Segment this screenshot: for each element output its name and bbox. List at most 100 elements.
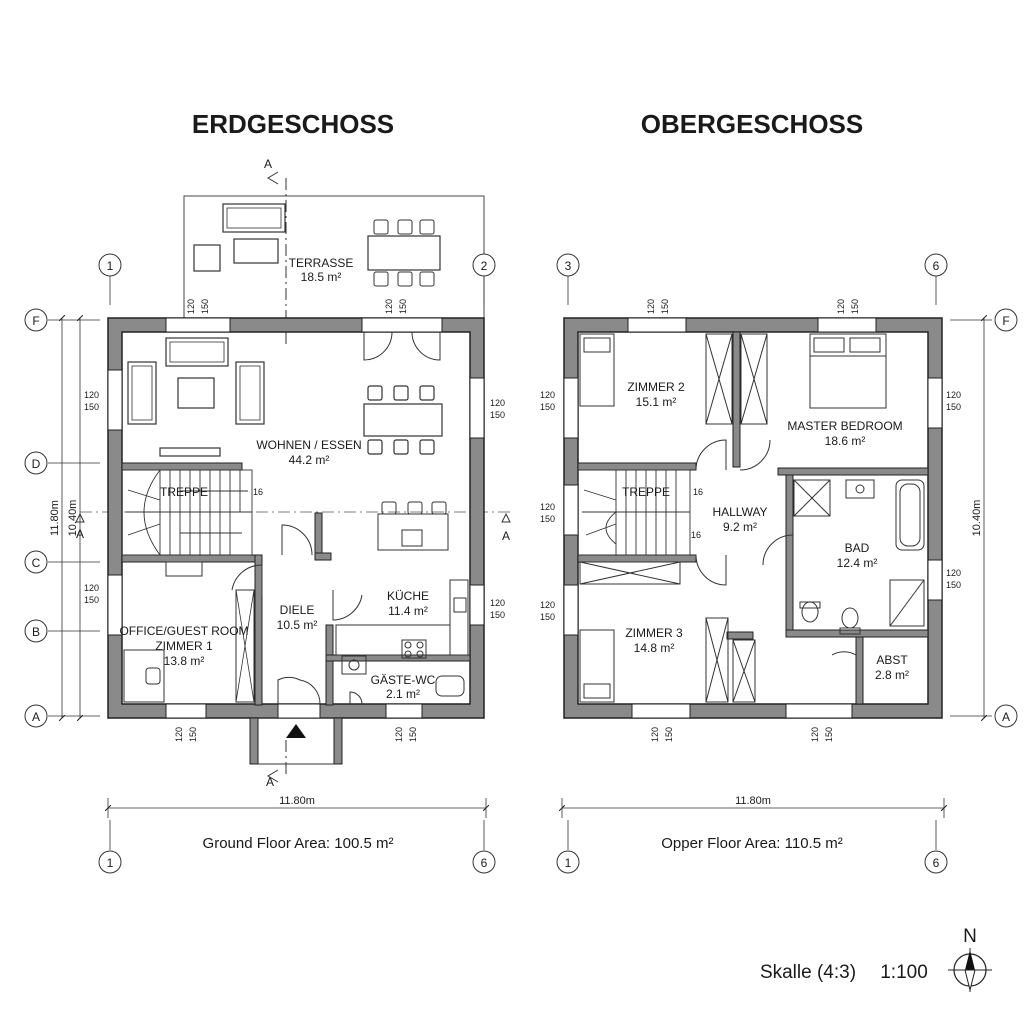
svg-text:150: 150 [946, 402, 961, 412]
grid-label: 6 [933, 856, 940, 870]
dimension-label: 10.40m [971, 500, 983, 537]
interior-wall [314, 552, 332, 561]
grid-label: 1 [107, 259, 114, 273]
dining-table-icon [367, 235, 441, 271]
interior-wall [121, 554, 263, 563]
ground-floor-plan: A A A A TERRASSE 18.5 m² WOHNEN / ESSEN … [75, 157, 511, 789]
interior-wall [254, 554, 263, 706]
svg-text:150: 150 [84, 402, 99, 412]
svg-text:120: 120 [646, 299, 656, 314]
interior-doors [231, 524, 363, 705]
svg-text:150: 150 [200, 299, 210, 314]
upper-stairs [577, 469, 691, 556]
room-area: 13.8 m² [164, 654, 205, 668]
scale-ratio: 1:100 [880, 962, 928, 983]
svg-text:120: 120 [946, 568, 961, 578]
grid-label: 1 [565, 856, 572, 870]
grid-label: C [32, 556, 41, 570]
window [927, 559, 943, 601]
ground-floor-title: ERDGESCHOSS [192, 109, 394, 139]
entrance-arrow-icon [286, 724, 306, 738]
grid-label: F [1002, 314, 1009, 328]
svg-text:120: 120 [650, 727, 660, 742]
svg-text:120: 120 [394, 727, 404, 742]
dimension-label: 11.80m [49, 500, 61, 536]
grid-bubbles [24, 253, 1018, 874]
desk-icon [123, 649, 165, 703]
ground-stairs [121, 469, 253, 556]
room-label: OFFICE/GUEST ROOM [119, 624, 248, 638]
interior-wall [121, 462, 243, 471]
room-label: DIELE [280, 603, 315, 617]
svg-text:120: 120 [174, 727, 184, 742]
svg-text:150: 150 [490, 610, 505, 620]
upper-floor-area: Opper Floor Area: 110.5 m² [661, 835, 842, 852]
grid-label: 1 [107, 856, 114, 870]
room-label: ABST [876, 653, 908, 667]
grid-label: A [32, 710, 40, 724]
table-icon [233, 238, 279, 264]
grid-label: 2 [481, 259, 488, 273]
svg-text:150: 150 [188, 727, 198, 742]
interior-wall [314, 512, 323, 554]
upper-floor-plan: ZIMMER 2 15.1 m² MASTER BEDROOM 18.6 m² … [563, 317, 943, 719]
window [785, 703, 853, 719]
north-arrow-icon [948, 948, 992, 992]
room-area: 15.1 m² [636, 395, 677, 409]
wardrobe-icon [235, 589, 255, 703]
interior-wall [325, 624, 334, 706]
grid-lines [48, 276, 992, 850]
window [927, 377, 943, 429]
svg-text:120: 120 [186, 299, 196, 314]
svg-text:150: 150 [664, 727, 674, 742]
chair-icon [145, 667, 161, 685]
svg-text:150: 150 [540, 402, 555, 412]
section-marker-label: A [266, 775, 274, 789]
svg-text:150: 150 [84, 595, 99, 605]
svg-text:120: 120 [540, 390, 555, 400]
north-label: N [963, 926, 977, 947]
room-label: TREPPE [622, 485, 670, 499]
grid-label: B [32, 625, 40, 639]
dimension-label: 10.40m [67, 500, 79, 537]
svg-text:150: 150 [398, 299, 408, 314]
room-label: HALLWAY [712, 505, 767, 519]
living-furniture [127, 337, 443, 457]
grid-label: F [32, 314, 39, 328]
window [469, 377, 485, 439]
window [817, 317, 877, 333]
room-area: 12.4 m² [837, 556, 878, 570]
room-area: 10.5 m² [277, 618, 318, 632]
entrance-door-opening [277, 703, 321, 719]
svg-text:150: 150 [540, 514, 555, 524]
shelf-icon [165, 561, 203, 577]
window [563, 484, 579, 536]
grid-label: D [32, 457, 41, 471]
section-marker-label: A [264, 157, 272, 171]
wardrobe-icons [579, 333, 768, 703]
grid-label: 3 [565, 259, 572, 273]
window [107, 574, 123, 636]
svg-text:120: 120 [84, 583, 99, 593]
window [563, 377, 579, 439]
room-area: 14.8 m² [634, 641, 675, 655]
stair-steps: 16 [691, 530, 701, 540]
sofa-icon [222, 203, 286, 233]
section-marker-label: A [502, 529, 510, 543]
window [631, 703, 691, 719]
window [165, 703, 207, 719]
grid-label: A [1002, 710, 1010, 724]
room-area: 2.1 m² [386, 687, 420, 701]
svg-text:150: 150 [850, 299, 860, 314]
window [165, 317, 231, 333]
room-label: ZIMMER 3 [625, 626, 683, 640]
bed-icons [579, 333, 887, 703]
room-label: KÜCHE [387, 589, 429, 603]
armchair-icon [193, 244, 221, 272]
dimension-label: 11.80m [735, 795, 771, 807]
room-label: BAD [845, 541, 870, 555]
svg-text:120: 120 [540, 502, 555, 512]
door-swing [363, 331, 393, 361]
room-label: TERRASSE [289, 256, 354, 270]
